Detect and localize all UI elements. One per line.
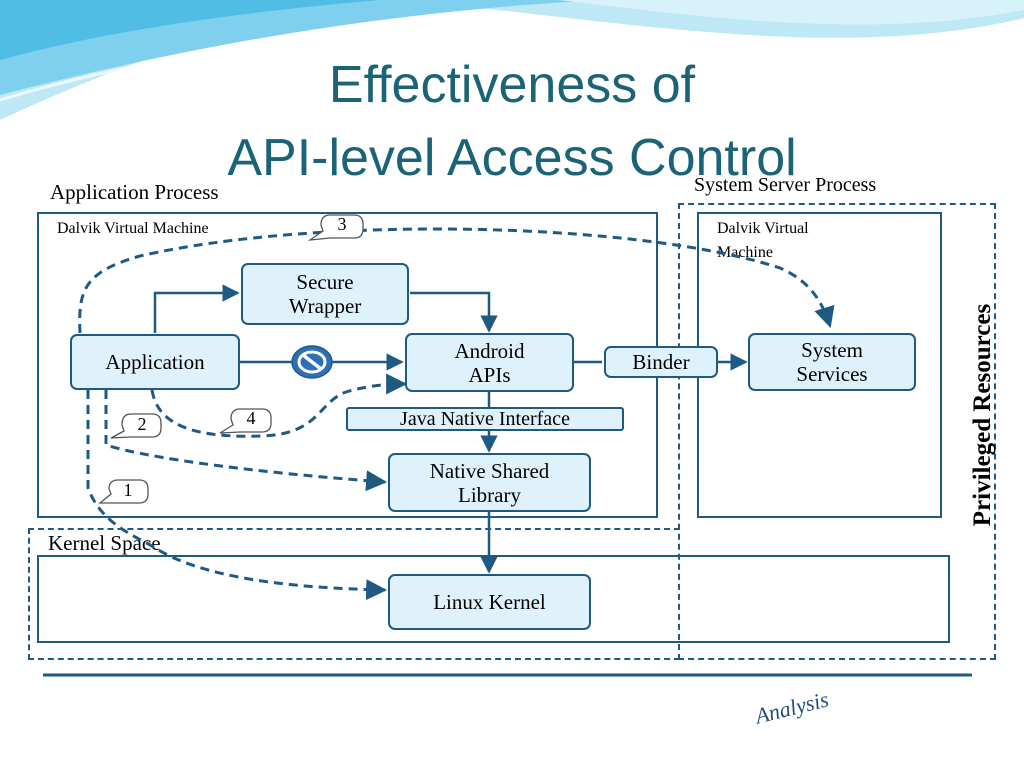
binder-label: Binder xyxy=(632,350,690,374)
secure-wrapper-line-2: Wrapper xyxy=(288,294,362,318)
application-process-label: Application Process xyxy=(50,180,219,204)
callout-4-number: 4 xyxy=(246,408,256,428)
callout-bubble-4 xyxy=(219,408,272,434)
linux-kernel-box: Linux Kernel xyxy=(388,574,591,630)
jni-label: Java Native Interface xyxy=(400,408,570,430)
path-4-app-to-apis-via-native xyxy=(150,373,408,438)
application-label: Application xyxy=(105,350,205,374)
dalvik-vm-server-label-1: Dalvik Virtual xyxy=(717,220,809,237)
system-server-process-label: System Server Process xyxy=(694,174,877,196)
android-apis-line-2: APIs xyxy=(468,362,511,387)
callout-3-number: 3 xyxy=(337,214,347,234)
title-line-1: Effectiveness of xyxy=(328,56,696,114)
callout-bubble-1 xyxy=(98,479,149,504)
arrow-wrapper-to-apis xyxy=(410,291,498,333)
header-wave xyxy=(0,0,1024,120)
system-services-line-1: System xyxy=(801,338,863,362)
callout-2-number: 2 xyxy=(137,414,147,434)
kernel-space-region xyxy=(28,528,680,660)
jni-box: Java Native Interface xyxy=(346,407,624,431)
secure-wrapper-line-1: Secure xyxy=(296,270,354,294)
kernel-space-container xyxy=(37,555,950,643)
privileged-resources-region xyxy=(678,203,996,660)
system-services-line-2: Services xyxy=(796,362,868,386)
application-box: Application xyxy=(70,334,240,390)
linux-kernel-label: Linux Kernel xyxy=(433,590,546,614)
android-apis-line-1: Android xyxy=(454,338,525,363)
callout-1-number: 1 xyxy=(123,480,133,500)
path-1-app-to-kernel xyxy=(86,390,388,601)
footer-rule xyxy=(43,673,972,677)
path-3-app-to-system-services xyxy=(78,227,835,334)
dalvik-vm-server-label-2: Machine xyxy=(717,244,773,261)
native-library-line-2: Library xyxy=(458,482,521,507)
no-entry-icon xyxy=(291,345,333,379)
title-line-2: API-level Access Control xyxy=(227,129,797,187)
dalvik-vm-app-label: Dalvik Virtual Machine xyxy=(57,220,209,237)
callout-bubble-3 xyxy=(307,214,364,241)
callout-bubble-2 xyxy=(110,413,162,439)
binder-box: Binder xyxy=(604,346,718,378)
arrow-app-to-wrapper xyxy=(153,284,240,333)
native-library-line-1: Native Shared xyxy=(429,458,550,483)
kernel-space-label: Kernel Space xyxy=(48,531,161,555)
